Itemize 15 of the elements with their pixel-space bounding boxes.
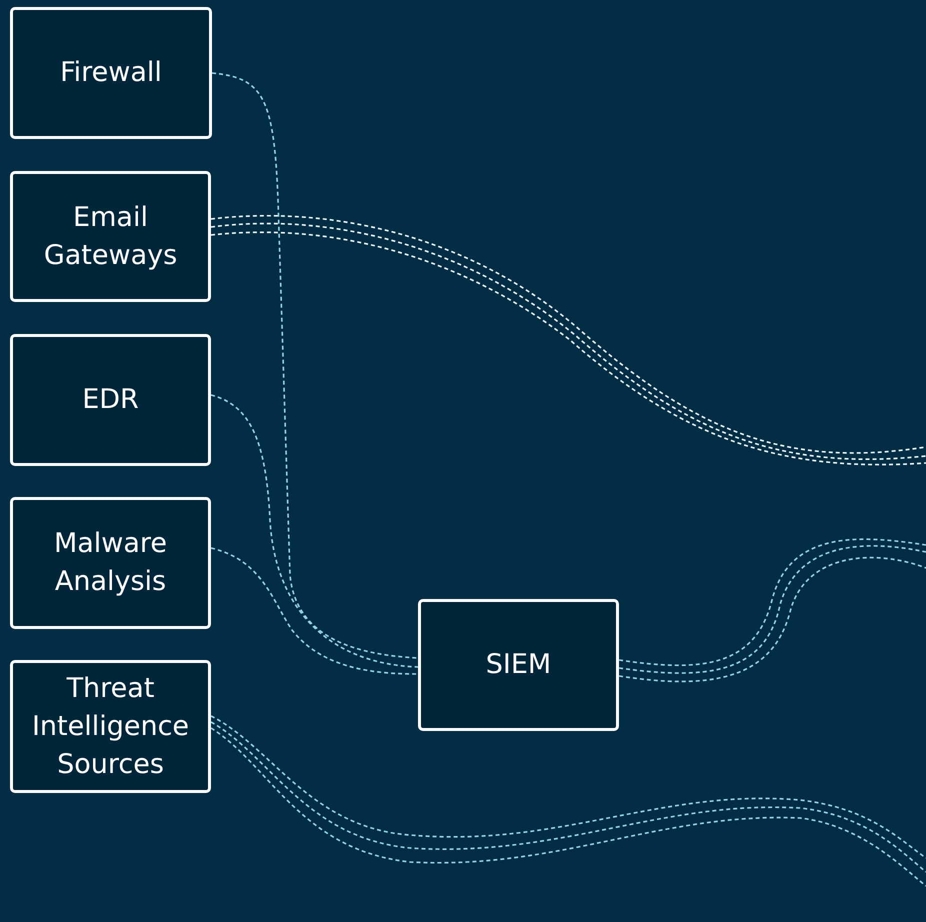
node-label: EDR	[82, 383, 139, 417]
process-box	[10, 497, 211, 629]
node-label: SIEM	[486, 648, 552, 682]
node-label: Threat Intelligence Sources	[30, 672, 190, 782]
node-label: Firewall	[60, 56, 162, 90]
process-box	[10, 171, 211, 302]
node-label: Email Gateways	[42, 200, 178, 272]
process-box	[418, 599, 619, 731]
process-box	[10, 7, 212, 139]
connector-line	[210, 394, 418, 668]
connector-line	[210, 547, 418, 675]
node-label: Malware Analysis	[52, 527, 168, 599]
connector-line	[212, 72, 418, 659]
process-box	[10, 660, 211, 793]
process-box	[10, 334, 211, 466]
